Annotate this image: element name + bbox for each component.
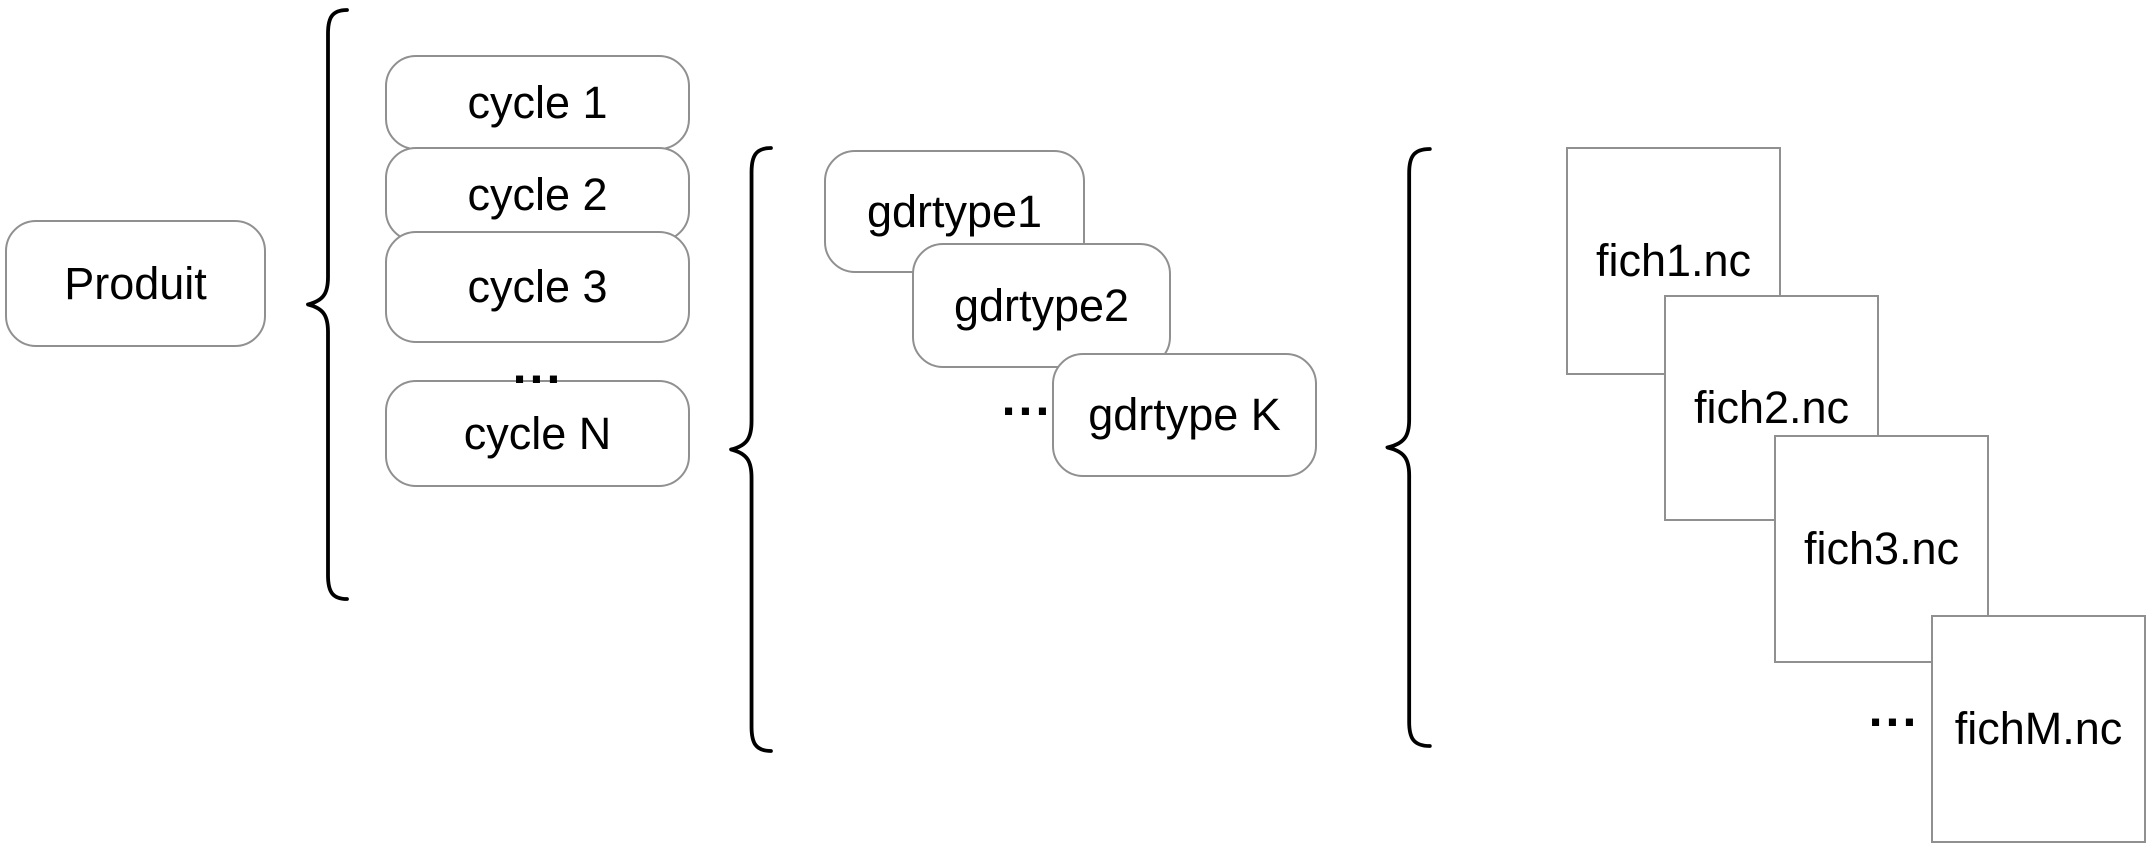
gdrtype-node-2: gdrtype2 [912,243,1171,368]
gdrtype-label-1: gdrtype1 [866,185,1043,237]
gdrtype-label-2: gdrtype2 [953,279,1130,331]
produit-node: Produit [5,220,266,347]
file-label-3: fich3.nc [1803,523,1960,574]
cycle-label-2: cycle 2 [467,168,608,220]
files-brace-icon [1382,147,1432,748]
file-label-1: fich1.nc [1595,235,1752,286]
cycle-label-N: cycle N [463,407,612,459]
gdrtype-node-K: gdrtype K [1052,353,1317,477]
cycle-node-3: cycle 3 [385,231,690,343]
file-label-2: fich2.nc [1693,382,1850,433]
file-node-M: fichM.nc [1931,615,2146,843]
cycle-label-1: cycle 1 [467,76,608,128]
produit-label: Produit [64,257,207,309]
cycle-node-2: cycle 2 [385,147,690,242]
gdrtypes-brace-icon [726,146,773,753]
gdrtype-label-K: gdrtype K [1088,389,1281,440]
cycle-node-N: cycle N [385,380,690,487]
cycle-label-3: cycle 3 [467,261,608,312]
cycles-brace-icon [303,8,349,601]
file-label-M: fichM.nc [1954,703,2123,754]
cycle-node-1: cycle 1 [385,55,690,150]
